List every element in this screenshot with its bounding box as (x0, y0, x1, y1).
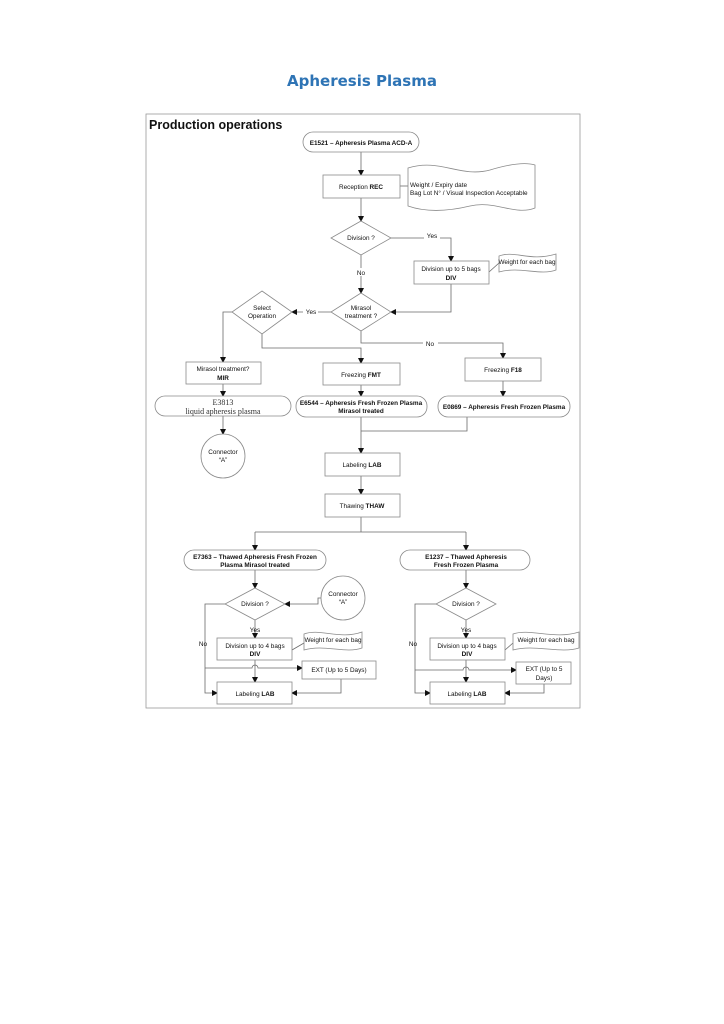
edge-label-no: No (199, 641, 208, 648)
e7363-terminator: E7363 – Thawed Apheresis Fresh Frozen Pl… (183, 549, 327, 571)
svg-text:Labeling LAB: Labeling LAB (235, 691, 274, 698)
division-decision-right: Division ? (435, 587, 497, 621)
edge-label-no: No (357, 270, 366, 277)
ext-step-right: EXT (Up to 5 Days) (515, 661, 572, 685)
fmt-step: Freezing FMT (322, 362, 401, 386)
edge-label-no: No (426, 341, 435, 348)
division-5-bags-step: Division up to 5 bags DIV (413, 260, 490, 285)
svg-text:E7363 – Thawed Apheresis Fresh: E7363 – Thawed Apheresis Fresh Frozen (193, 554, 317, 561)
svg-text:Weight / Expiry date: Weight / Expiry date (410, 182, 468, 189)
connector-a-circle-left: Connector “A” (320, 575, 366, 621)
svg-text:EXT (Up to 5: EXT (Up to 5 (526, 666, 563, 673)
select-operation-decision: Select Operation (231, 290, 293, 335)
svg-text:Division up to 5 bags: Division up to 5 bags (421, 266, 480, 273)
svg-text:“A”: “A” (339, 599, 348, 606)
svg-text:Select: Select (253, 305, 271, 312)
labeling-step-right: Labeling LAB (429, 681, 506, 705)
e1237-terminator: E1237 – Thawed Apheresis Fresh Frozen Pl… (399, 549, 531, 571)
svg-text:treatment ?: treatment ? (345, 313, 378, 320)
reception-step: Reception REC (322, 174, 401, 199)
svg-text:Freezing FMT: Freezing FMT (341, 372, 381, 379)
svg-text:Connector: Connector (208, 449, 238, 456)
svg-text:Mirasol treatment?: Mirasol treatment? (197, 366, 250, 373)
labeling-step: Labeling LAB (324, 452, 401, 477)
svg-text:Fresh Frozen Plasma: Fresh Frozen Plasma (434, 562, 499, 569)
svg-text:liquid apheresis plasma: liquid apheresis plasma (185, 407, 261, 416)
start-terminator: E1521 – Apheresis Plasma ACD-A (302, 131, 420, 153)
svg-text:Reception REC: Reception REC (339, 184, 383, 191)
svg-text:Labeling LAB: Labeling LAB (447, 691, 486, 698)
svg-text:E1237 – Thawed Apheresis: E1237 – Thawed Apheresis (425, 554, 507, 561)
svg-text:Mirasol: Mirasol (351, 305, 372, 312)
division-4-bags-step-right: Division up to 4 bags DIV (429, 637, 506, 661)
svg-text:Thawing THAW: Thawing THAW (340, 503, 386, 510)
division-4-bags-step-left: Division up to 4 bags DIV (216, 637, 293, 661)
weight-note-document-right: Weight for each bag (512, 631, 580, 651)
svg-text:Bag Lot N° / Visual Inspection: Bag Lot N° / Visual Inspection Acceptabl… (410, 189, 528, 197)
svg-text:E6544 – Apheresis Fresh Frozen: E6544 – Apheresis Fresh Frozen Plasma (300, 400, 423, 407)
e6544-terminator: E6544 – Apheresis Fresh Frozen Plasma Mi… (295, 395, 428, 418)
e0869-terminator: E0869 – Apheresis Fresh Frozen Plasma (437, 395, 571, 418)
svg-text:Division ?: Division ? (347, 235, 375, 242)
svg-text:MIR: MIR (217, 375, 229, 382)
svg-text:Division up to 4 bags: Division up to 4 bags (437, 643, 496, 650)
edge-label-no: No (409, 641, 418, 648)
svg-text:Labeling LAB: Labeling LAB (342, 462, 381, 469)
svg-text:EXT (Up to 5 Days): EXT (Up to 5 Days) (311, 667, 366, 674)
connector-a-circle: Connector “A” (200, 433, 246, 479)
edge-label-yes: Yes (461, 627, 471, 634)
svg-text:Days): Days) (536, 675, 553, 682)
edge-label-yes: Yes (306, 309, 316, 316)
svg-text:Freezing F18: Freezing F18 (484, 367, 522, 374)
edge-label-yes: Yes (250, 627, 260, 634)
ext-step-left: EXT (Up to 5 Days) (301, 660, 377, 680)
svg-text:DIV: DIV (250, 651, 261, 658)
division-decision-left: Division ? (224, 587, 286, 621)
svg-text:Mirasol treated: Mirasol treated (338, 408, 384, 415)
mir-step: Mirasol treatment? MIR (185, 361, 262, 385)
svg-text:Division up to 4 bags: Division up to 4 bags (225, 643, 284, 650)
division-decision: Division ? (330, 220, 392, 256)
svg-text:Division ?: Division ? (241, 601, 269, 608)
svg-text:Plasma Mirasol treated: Plasma Mirasol treated (220, 562, 290, 569)
section-title: Production operations (149, 118, 282, 132)
svg-text:Division ?: Division ? (452, 601, 480, 608)
svg-text:E3813: E3813 (213, 398, 234, 407)
edge-label-yes: Yes (427, 233, 437, 240)
svg-text:E0869 – Apheresis Fresh Frozen: E0869 – Apheresis Fresh Frozen Plasma (443, 404, 566, 411)
weight-note-document-left: Weight for each bag (303, 631, 363, 651)
svg-text:Operation: Operation (248, 313, 277, 320)
e3813-terminator: E3813 liquid apheresis plasma (154, 395, 292, 417)
thawing-step: Thawing THAW (324, 493, 401, 518)
weight-note-document: Weight for each bag (498, 253, 557, 273)
svg-text:DIV: DIV (462, 651, 473, 658)
svg-text:Weight for each bag: Weight for each bag (304, 637, 362, 644)
mirasol-decision: Mirasol treatment ? (330, 292, 392, 332)
labeling-step-left: Labeling LAB (216, 681, 293, 705)
svg-text:Connector: Connector (328, 591, 358, 598)
page-title: Apheresis Plasma (287, 72, 437, 90)
svg-text:E1521 – Apheresis Plasma ACD-A: E1521 – Apheresis Plasma ACD-A (310, 140, 413, 147)
svg-text:Weight for each bag: Weight for each bag (498, 259, 556, 266)
svg-text:DIV: DIV (446, 275, 457, 282)
svg-text:“A”: “A” (219, 457, 228, 464)
f18-step: Freezing F18 (464, 357, 542, 382)
reception-note-document: Weight / Expiry date Bag Lot N° / Visual… (407, 163, 536, 211)
diagram-frame (145, 113, 581, 709)
svg-text:Weight for each bag: Weight for each bag (517, 637, 575, 644)
